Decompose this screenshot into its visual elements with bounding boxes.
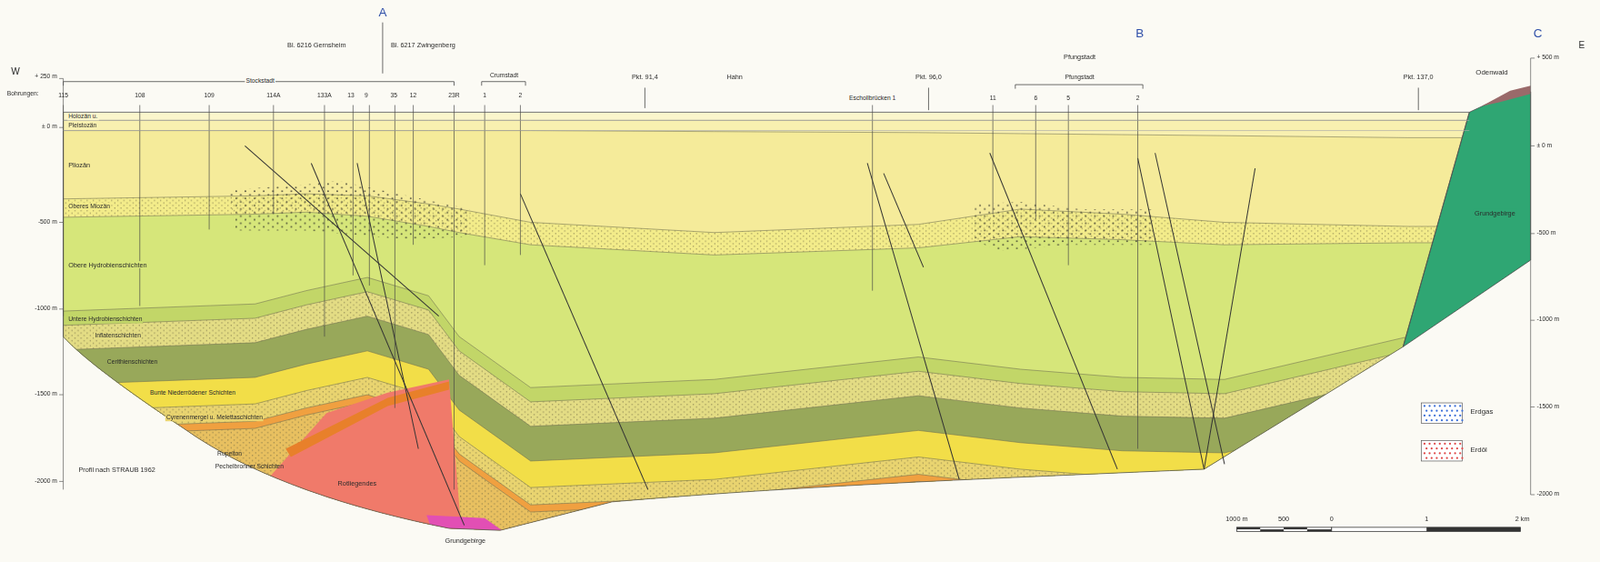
map-label: Pechelbronner Schichten: [214, 462, 286, 470]
map-label: Profil nach STRAUB 1962: [77, 466, 157, 474]
map-label: 9: [363, 91, 370, 99]
strata: [63, 111, 1480, 562]
map-label: Hahn: [725, 73, 744, 81]
map-label: 13: [346, 91, 356, 99]
map-label: + 250 m: [33, 73, 59, 80]
map-label: 1000 m: [1224, 514, 1250, 522]
map-label: Cyrenenmergel u. Melettaschichten: [165, 413, 264, 420]
map-label: Pfungstadt: [1063, 74, 1095, 81]
map-label: Crumstadt: [489, 72, 520, 80]
map-label: 5: [1065, 94, 1071, 101]
map-label: Pleistozän: [67, 122, 98, 130]
map-label: Stockstadt: [244, 77, 276, 84]
map-label: Bl. 6217 Zwingenberg: [390, 40, 457, 49]
map-label: 1: [1423, 514, 1430, 522]
map-label: 2 km: [1514, 514, 1531, 522]
map-label: 0: [1329, 514, 1335, 522]
map-label: 114A: [265, 91, 281, 99]
map-label: 2: [1135, 94, 1141, 101]
legend-swatch: [1421, 440, 1464, 461]
map-label: Odenwald: [1474, 68, 1510, 77]
map-label: Bohrungen:: [6, 90, 40, 98]
map-label: Holozän u.: [67, 112, 99, 120]
map-label: 133A: [316, 91, 333, 99]
map-label: ± 0 m: [40, 123, 59, 130]
map-label: C: [1532, 27, 1544, 41]
axes: [59, 58, 1535, 495]
basin-outline: [63, 111, 1470, 530]
map-label: Pkt. 137,0: [1402, 73, 1435, 81]
legend-text: Erdgas: [1469, 408, 1494, 417]
boreholes: [63, 105, 1139, 490]
map-label: B: [1134, 27, 1145, 41]
faults: [244, 145, 1255, 525]
map-label: Rupelton: [216, 450, 243, 458]
map-label: 35: [389, 91, 399, 99]
map-label: Inflatenschichten: [93, 332, 142, 340]
map-label: Cerithienschichten: [106, 359, 160, 366]
map-label: Eschollbrücken 1: [848, 94, 898, 101]
map-label: Bunte Niederrödener Schichten: [149, 389, 237, 396]
map-label: 12: [409, 91, 419, 99]
map-label: Pkt. 96,0: [914, 73, 943, 81]
map-label: W: [10, 67, 21, 78]
odenwald-block: [1402, 91, 1530, 347]
legend-swatch: [1421, 402, 1464, 423]
map-label: E: [1577, 40, 1586, 51]
map-label: Oberes Miozän: [67, 202, 111, 210]
map-label: Pfungstadt: [1062, 52, 1097, 60]
map-label: 1: [481, 91, 488, 99]
map-label: Rotliegendes: [336, 479, 378, 487]
map-label: 108: [133, 91, 146, 99]
map-label: 11: [989, 94, 998, 101]
map-label: -2000 m: [1535, 490, 1560, 497]
map-label: Grundgebirge: [443, 536, 487, 544]
scale-bar: [1236, 527, 1520, 531]
map-label: Bl. 6216 Gernsheim: [286, 40, 348, 49]
map-label: 500: [1277, 514, 1290, 522]
map-label: -500 m: [37, 218, 59, 225]
map-label: A: [377, 6, 388, 20]
map-label: + 500 m: [1535, 53, 1560, 60]
map-label: -500 m: [1535, 229, 1557, 236]
map-label: Grundgebirge: [1473, 209, 1517, 217]
map-label: Pkt. 91,4: [630, 73, 660, 81]
map-label: -1500 m: [33, 390, 59, 398]
map-label: Untere Hydrobienschichten: [67, 316, 143, 323]
map-label: 115: [57, 91, 70, 99]
map-label: 109: [202, 91, 215, 99]
map-label: 23R: [447, 91, 461, 99]
map-label: ± 0 m: [1535, 141, 1553, 149]
map-label: 2: [517, 91, 523, 99]
map-label: -1500 m: [1535, 402, 1560, 410]
map-label: -1000 m: [1535, 316, 1560, 323]
odenwald-cover: [1481, 85, 1531, 106]
map-label: -1000 m: [33, 304, 59, 311]
map-label: -2000 m: [33, 477, 59, 484]
map-label: Obere Hydrobienschichten: [67, 260, 149, 269]
brackets: [63, 22, 1420, 110]
map-label: 6: [1032, 94, 1039, 101]
legend-text: Erdöl: [1469, 445, 1489, 454]
map-label: Pliozän: [67, 160, 91, 169]
basement: [230, 180, 1154, 535]
